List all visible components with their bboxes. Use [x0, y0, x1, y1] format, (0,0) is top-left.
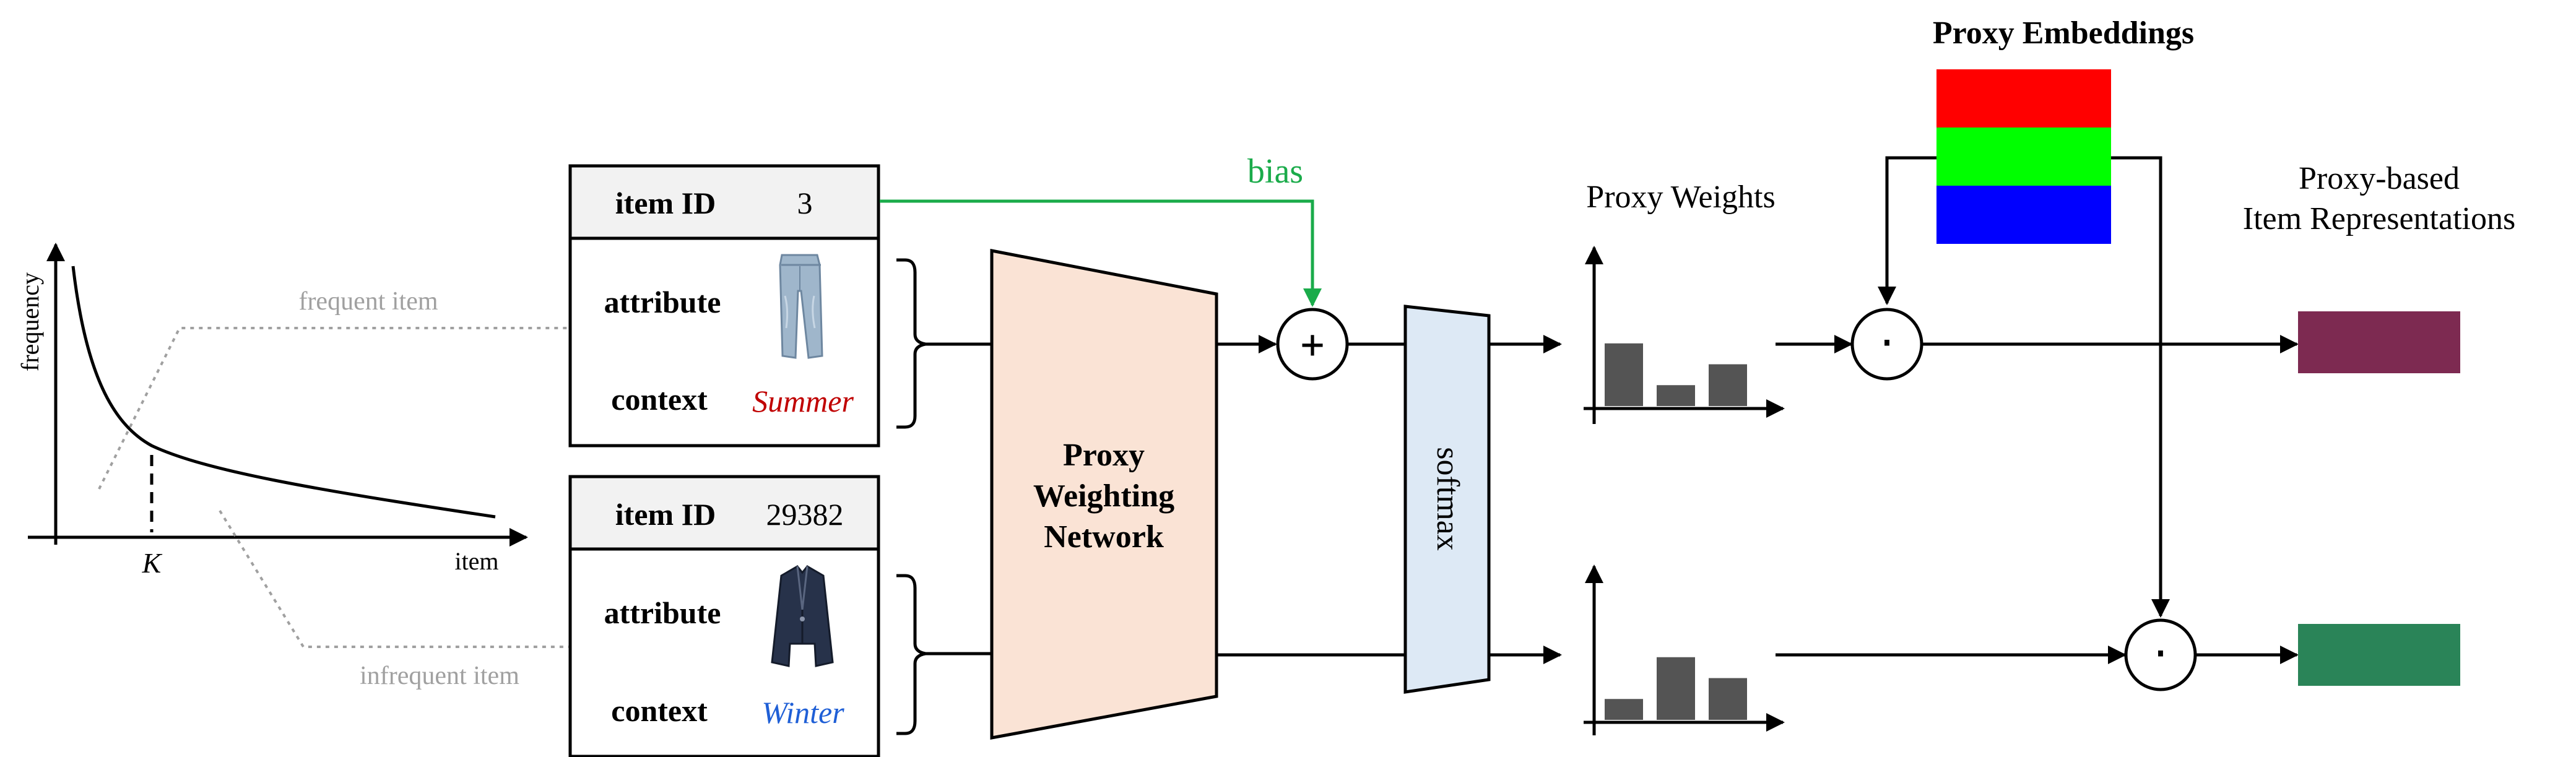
item-id-label: item ID: [615, 186, 716, 220]
item-id-label: item ID: [615, 497, 716, 532]
attribute-label: attribute: [604, 285, 721, 319]
y-axis-label: frequency: [16, 272, 44, 371]
item-id-value: 29382: [766, 497, 844, 532]
context-label: context: [611, 382, 708, 417]
infrequent-leader-line: [219, 509, 570, 648]
proxy-embeddings-title: Proxy Embeddings: [1933, 15, 2194, 51]
bias-label: bias: [1247, 152, 1303, 191]
dot-operator-symbol: ·: [1875, 321, 1899, 366]
network-label-line-3: Network: [1044, 519, 1164, 555]
weight-bar: [1605, 343, 1643, 406]
weight-bar: [1709, 364, 1747, 406]
weight-bar: [1657, 385, 1695, 406]
softmax-label: softmax: [1430, 447, 1465, 551]
brace-infrequent: [896, 574, 926, 735]
softmax-shape: [1403, 305, 1491, 694]
network-trapezoid: [990, 248, 1218, 740]
weight-bar: [1657, 657, 1695, 720]
representations-title-line-2: Item Representations: [2243, 201, 2515, 236]
frequency-plot: K item frequency frequent item infrequen…: [16, 243, 570, 690]
network-label-line-2: Weighting: [1033, 478, 1174, 514]
weight-bar: [1709, 678, 1747, 720]
weight-bar: [1605, 699, 1643, 720]
proxy-weights-title: Proxy Weights: [1586, 180, 1775, 215]
weights-bars: [1605, 343, 1747, 406]
frequent-item-label: frequent item: [298, 287, 438, 316]
jeans-icon: [779, 254, 823, 359]
embedding-to-dot-infrequent: [2111, 156, 2170, 618]
representations-title-line-1: Proxy-based: [2299, 161, 2460, 196]
proxy-embedding-stack: [1936, 69, 2111, 244]
representation-frequent: [2298, 311, 2460, 373]
attribute-label: attribute: [604, 595, 721, 630]
weights-bars: [1605, 657, 1747, 720]
blazer-icon: [771, 565, 834, 667]
embedding-to-dot-frequent: [1878, 156, 1936, 305]
context-label: context: [611, 693, 708, 728]
dot-operator-symbol: ·: [2149, 631, 2173, 677]
bias-arrow: [880, 199, 1322, 307]
frequency-curve: [71, 266, 496, 519]
x-axis-label: item: [454, 547, 498, 575]
softmax-block: softmax: [1403, 305, 1491, 694]
frequent-leader-line: [98, 327, 570, 490]
item-box-infrequent: item ID 29382 attribute context Winter: [568, 475, 880, 757]
proxy-weighting-network: Proxy Weighting Network: [990, 248, 1218, 740]
brace-frequent: [896, 258, 926, 429]
proxy-embedding-row: [1936, 128, 2111, 186]
network-label-line-1: Proxy: [1063, 438, 1145, 473]
item-id-value: 3: [797, 186, 813, 220]
proxy-embedding-row: [1936, 186, 2111, 244]
proxy-weights-frequent-chart: [1584, 246, 1785, 424]
context-value: Winter: [761, 695, 844, 730]
item-id-header: [568, 164, 880, 240]
proxy-weights-infrequent-chart: [1584, 565, 1785, 735]
proxy-embedding-row: [1936, 69, 2111, 128]
representation-infrequent: [2298, 624, 2460, 686]
item-box-frequent: item ID 3 attribute context Summer: [568, 164, 880, 448]
infrequent-item-label: infrequent item: [360, 662, 519, 690]
add-operator-symbol: +: [1301, 322, 1325, 368]
threshold-label: K: [142, 547, 163, 579]
item-feature-panel: [568, 236, 880, 448]
context-value: Summer: [752, 384, 854, 418]
